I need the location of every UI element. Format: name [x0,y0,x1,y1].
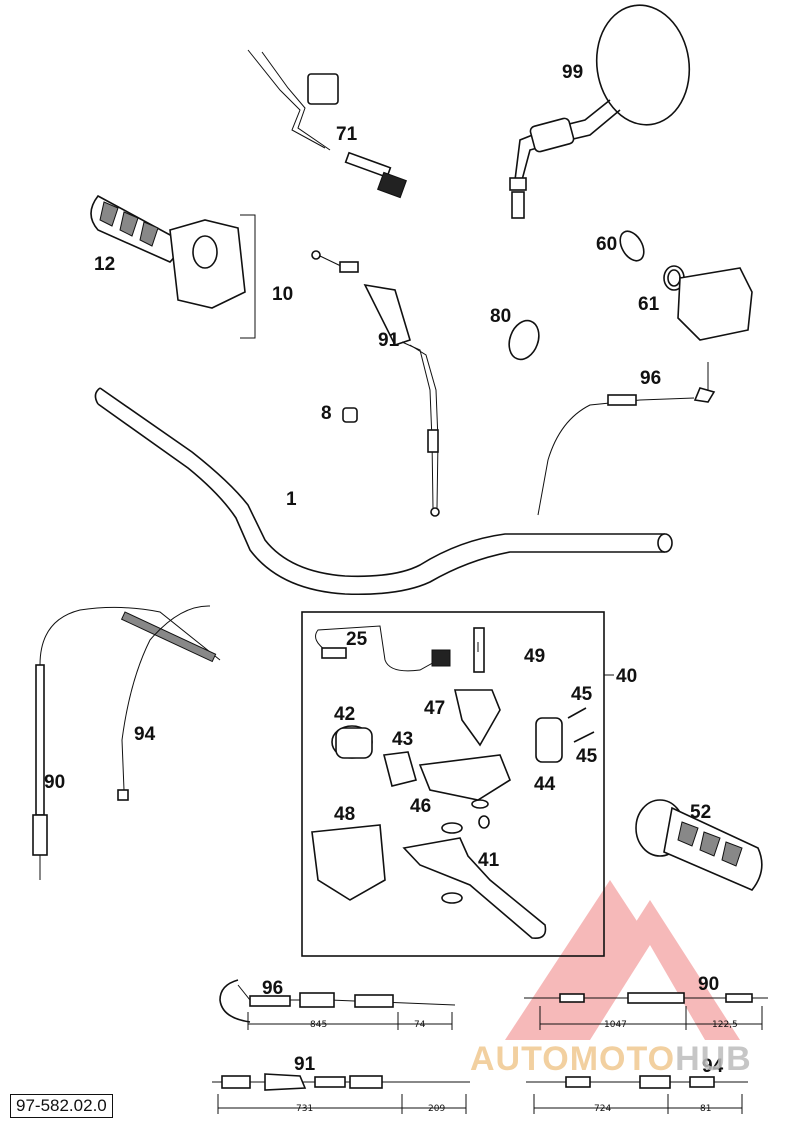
callout-40: 40 [616,666,637,687]
cable-91-label: 91 [294,1054,316,1075]
callout-61: 61 [638,294,660,315]
watermark-text-hub: HUB [675,1040,752,1078]
cable-91-dim-end: 209 [428,1104,445,1114]
throttle-cable [311,250,440,517]
callout-12: 12 [94,254,115,275]
callout-90: 90 [44,772,65,793]
clutch-assembly-frame [301,611,614,957]
watermark-text: AUTOMOTOHUB [470,1040,752,1079]
callout-96: 96 [640,368,661,389]
callout-47: 47 [424,698,445,719]
watermark-text-primary: AUTOMOTO [470,1040,676,1078]
throttle-grip [90,194,256,339]
callout-43: 43 [392,729,413,750]
callout-41: 41 [478,850,500,871]
cable-96-dim-end: 74 [414,1020,426,1030]
cable-94-dim-end: 81 [700,1104,711,1114]
cable-clip [342,407,358,423]
kill-switch [247,49,407,199]
drawing-number: 97-582.02.0 [10,1094,113,1118]
cable-90-dim-end: 122,5 [712,1020,738,1030]
callout-45-top: 45 [571,684,593,705]
clutch-switch [315,625,451,672]
callout-71: 71 [336,124,358,145]
cable-90-label: 90 [698,974,719,995]
callout-44: 44 [534,774,556,795]
callout-1: 1 [286,489,297,510]
callout-25: 25 [346,629,368,650]
hot-start-cable [537,362,716,516]
callout-94: 94 [134,724,156,745]
cable-91-dim-main: 731 [296,1104,313,1114]
callout-49: 49 [524,646,545,667]
callout-48: 48 [334,804,355,825]
hot-start-parts [508,230,753,361]
callout-52: 52 [690,802,711,823]
cable-96-detail [219,979,456,1030]
cable-91-detail [212,1073,470,1114]
callout-60: 60 [596,234,617,255]
cable-94-detail [526,1075,748,1114]
callout-45-bottom: 45 [576,746,598,767]
callout-46: 46 [410,796,431,817]
callout-91: 91 [378,330,400,351]
callout-80: 80 [490,306,511,327]
cable-96-label: 96 [262,978,283,999]
handlebar [94,387,673,596]
left-grip [635,799,763,891]
cable-90-detail [524,992,768,1030]
clutch-components [311,627,595,940]
callout-99: 99 [562,62,583,83]
callout-42: 42 [334,704,355,725]
cable-94-label: 94 [702,1056,724,1077]
clutch-cable [32,605,221,880]
cable-94-dim-main: 724 [594,1104,611,1114]
callout-10: 10 [272,284,293,305]
mirror [509,4,691,219]
cable-90-dim-main: 1047 [604,1020,627,1030]
cable-96-dim-main: 845 [310,1020,327,1030]
callout-8: 8 [321,403,332,424]
